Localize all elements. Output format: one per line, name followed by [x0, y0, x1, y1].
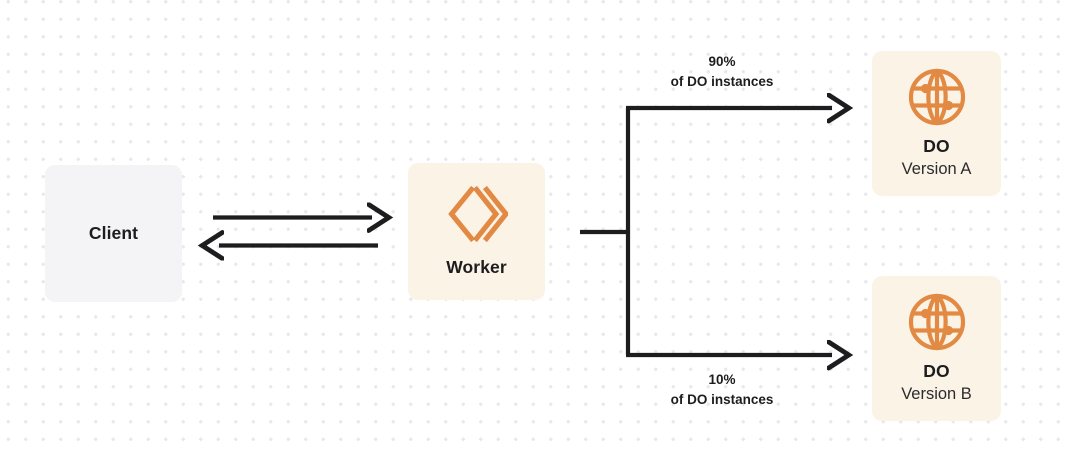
- node-do-a-sublabel: Version A: [901, 159, 972, 178]
- durable-object-globe-icon: [907, 67, 967, 127]
- edge-label-do-b: 10% of DO instances: [627, 370, 817, 409]
- node-client-label: Client: [88, 222, 139, 243]
- node-do-b-label: DO: [923, 360, 950, 381]
- edge-label-do-a: 90% of DO instances: [627, 52, 817, 91]
- node-do-b-sublabel: Version B: [901, 384, 972, 403]
- node-do-version-a[interactable]: DO Version A: [872, 51, 1001, 196]
- node-worker-label: Worker: [446, 256, 507, 277]
- edge-label-do-b-percent: 10%: [708, 372, 736, 387]
- node-client[interactable]: Client: [45, 165, 182, 302]
- node-worker[interactable]: Worker: [408, 163, 545, 300]
- edge-label-do-a-percent: 90%: [708, 54, 736, 69]
- cloudflare-workers-icon: [446, 185, 509, 243]
- node-do-version-b[interactable]: DO Version B: [872, 276, 1001, 421]
- edge-label-do-a-caption: of DO instances: [670, 73, 774, 89]
- node-do-a-label: DO: [923, 135, 950, 156]
- edge-label-do-b-caption: of DO instances: [670, 391, 774, 407]
- durable-object-globe-icon: [907, 292, 967, 352]
